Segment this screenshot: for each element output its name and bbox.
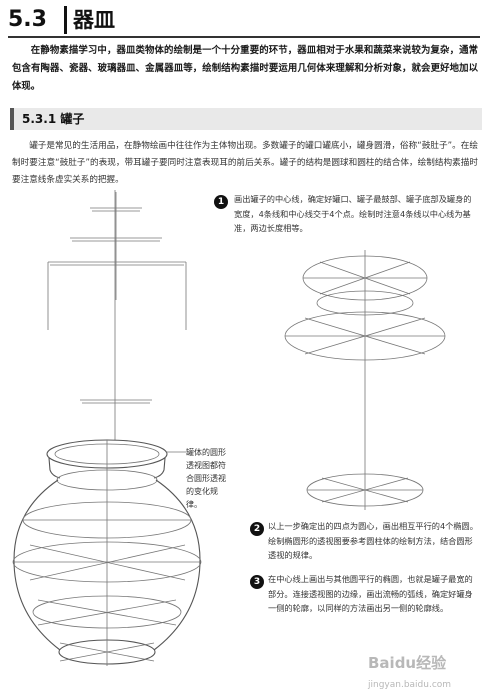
subsection-title: 5.3.1 罐子 (22, 112, 85, 126)
watermark-brand: Baidu经验 (368, 654, 447, 672)
step-number-3: 3 (250, 575, 264, 589)
section-number: 5.3 (8, 7, 47, 32)
section-title: 器皿 (64, 6, 115, 34)
step3-jar-outline (12, 439, 202, 666)
step-number-1: 1 (214, 195, 228, 209)
baidu-watermark: Baidu经验 jingyan.baidu.com (368, 652, 484, 690)
body-paragraph: 罐子是常见的生活用品，在静物绘画中往往作为主体物出现。多数罐子的罐口罐底小，罐身… (12, 141, 478, 185)
intro-paragraph: 在静物素描学习中，器皿类物体的绘制是一个十分重要的环节，器皿相对于水果和蔬菜来说… (12, 45, 478, 92)
step-text-1: 画出罐子的中心线，确定好罐口、罐子最鼓部、罐子底部及罐身的宽度，4条线和中心线交… (234, 194, 472, 233)
subsection-header: 5.3.1 罐子 (10, 108, 482, 130)
step-text-2: 以上一步确定出的四点为圆心，画出相互平行的4个椭圆。绘制椭圆形的透视图要参考圆柱… (268, 521, 478, 560)
step-text-3: 在中心线上画出与其他圆平行的椭圆，也就是罐子最宽的部分。连接透视图的边缘，画出流… (268, 574, 473, 613)
jar-callout: 罐体的圆形透视图都符合圆形透视的变化规律。 (186, 448, 226, 509)
step-number-2: 2 (250, 522, 264, 536)
step1-guide-lines (47, 190, 187, 440)
step2-ellipses (284, 250, 446, 510)
section-header: 5.3 器皿 (8, 6, 480, 38)
watermark-url: jingyan.baidu.com (368, 680, 452, 690)
